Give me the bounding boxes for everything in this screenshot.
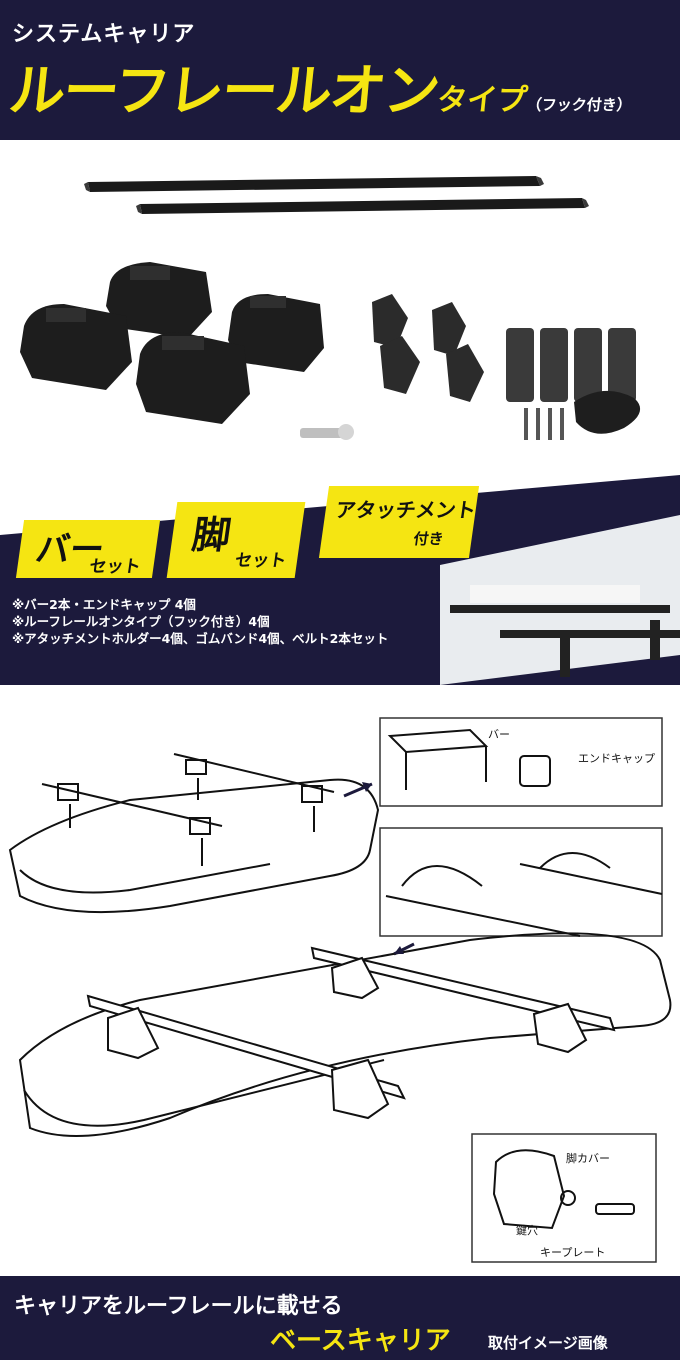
badge-foot-set: 脚 セット: [166, 502, 306, 578]
attachment-drawing: [539, 852, 611, 869]
title-main: ルーフレールオン: [6, 59, 442, 124]
label-key-plate: キープレート: [540, 1246, 606, 1259]
note-line: ※アタッチメントホルダー4個、ゴムバンド4個、ベルト2本セット: [12, 631, 389, 646]
bar-3d: [310, 946, 616, 1032]
foot-shape: [107, 1006, 160, 1060]
contents-notes: ※バー2本・エンドキャップ 4個 ※ルーフレールオンタイプ（フック付き）4個 ※…: [12, 596, 388, 647]
foot-image: [20, 262, 324, 424]
label-foot-cover: 脚カバー: [566, 1152, 610, 1165]
badge-bar-set: バー セット: [15, 520, 161, 578]
note-line: ※ルーフレールオンタイプ（フック付き）4個: [12, 614, 270, 629]
badge-foot-small: セット: [233, 551, 288, 571]
header-banner: システムキャリア ルーフレールオンタイプ（フック付き）: [0, 0, 680, 140]
foot-shape: [185, 759, 207, 775]
title-suffix: タイプ: [435, 83, 530, 118]
foot-shape: [330, 956, 380, 1000]
product-photo: [20, 176, 641, 440]
key-drawing: [595, 1203, 635, 1215]
endcap-drawing: [519, 755, 551, 787]
bar-line: [519, 863, 663, 895]
roof-lower-outline: [18, 932, 672, 1137]
note-line: ※バー2本・エンドキャップ 4個: [12, 597, 196, 612]
roof-upper-outline: [8, 778, 380, 914]
bar-end-drawing: [387, 728, 489, 754]
key-image: [300, 424, 354, 440]
attachment-image: [372, 294, 484, 402]
badge-attachment: アタッチメント 付き: [318, 486, 480, 558]
badge-attachment-small: 付き: [412, 530, 445, 548]
foot-shape: [301, 785, 323, 803]
keyhole-drawing: [560, 1190, 576, 1206]
title-note: （フック付き）: [525, 96, 633, 114]
badge-attachment-big: アタッチメント: [334, 498, 478, 522]
bar-line: [385, 895, 581, 937]
footer-line3: 取付イメージ画像: [488, 1334, 608, 1352]
foot-shape: [330, 1058, 390, 1120]
mounted-carrier-photo: [440, 515, 680, 685]
header-title: ルーフレールオンタイプ（フック付き）: [6, 46, 638, 127]
header-kicker: システムキャリア: [12, 22, 196, 47]
inset-attachment: [379, 827, 663, 937]
installation-diagram: [8, 717, 672, 1263]
badge-bar-small: セット: [88, 557, 142, 577]
label-endcap: エンドキャップ: [578, 752, 655, 765]
footer-line1: キャリアをルーフレールに載せる: [14, 1294, 343, 1319]
bolts-image: [524, 408, 564, 440]
bar-3d: [86, 994, 406, 1100]
inset-endcap: [379, 717, 663, 807]
foot-shape: [57, 783, 79, 801]
label-bar: バー: [488, 728, 510, 741]
label-keyhole: 鍵穴: [516, 1224, 538, 1237]
belt-image: [574, 390, 641, 434]
rubber-band-image: [506, 328, 636, 402]
footer-line2: ベースキャリア: [270, 1326, 451, 1356]
badge-foot-big: 脚: [189, 513, 234, 557]
bar-image: [84, 176, 589, 214]
roof-rail-upper: [19, 863, 271, 894]
set-contents-band: [0, 475, 680, 685]
foot-shape: [532, 1002, 588, 1054]
roof-rail-lower: [23, 1059, 385, 1127]
foot-cover-drawing: [492, 1149, 566, 1230]
inset-foot-cover: [471, 1133, 657, 1263]
footer-banner: キャリアをルーフレールに載せる ベースキャリア 取付イメージ画像: [0, 1276, 680, 1360]
foot-shape: [189, 817, 211, 835]
attachment-drawing: [401, 865, 483, 887]
